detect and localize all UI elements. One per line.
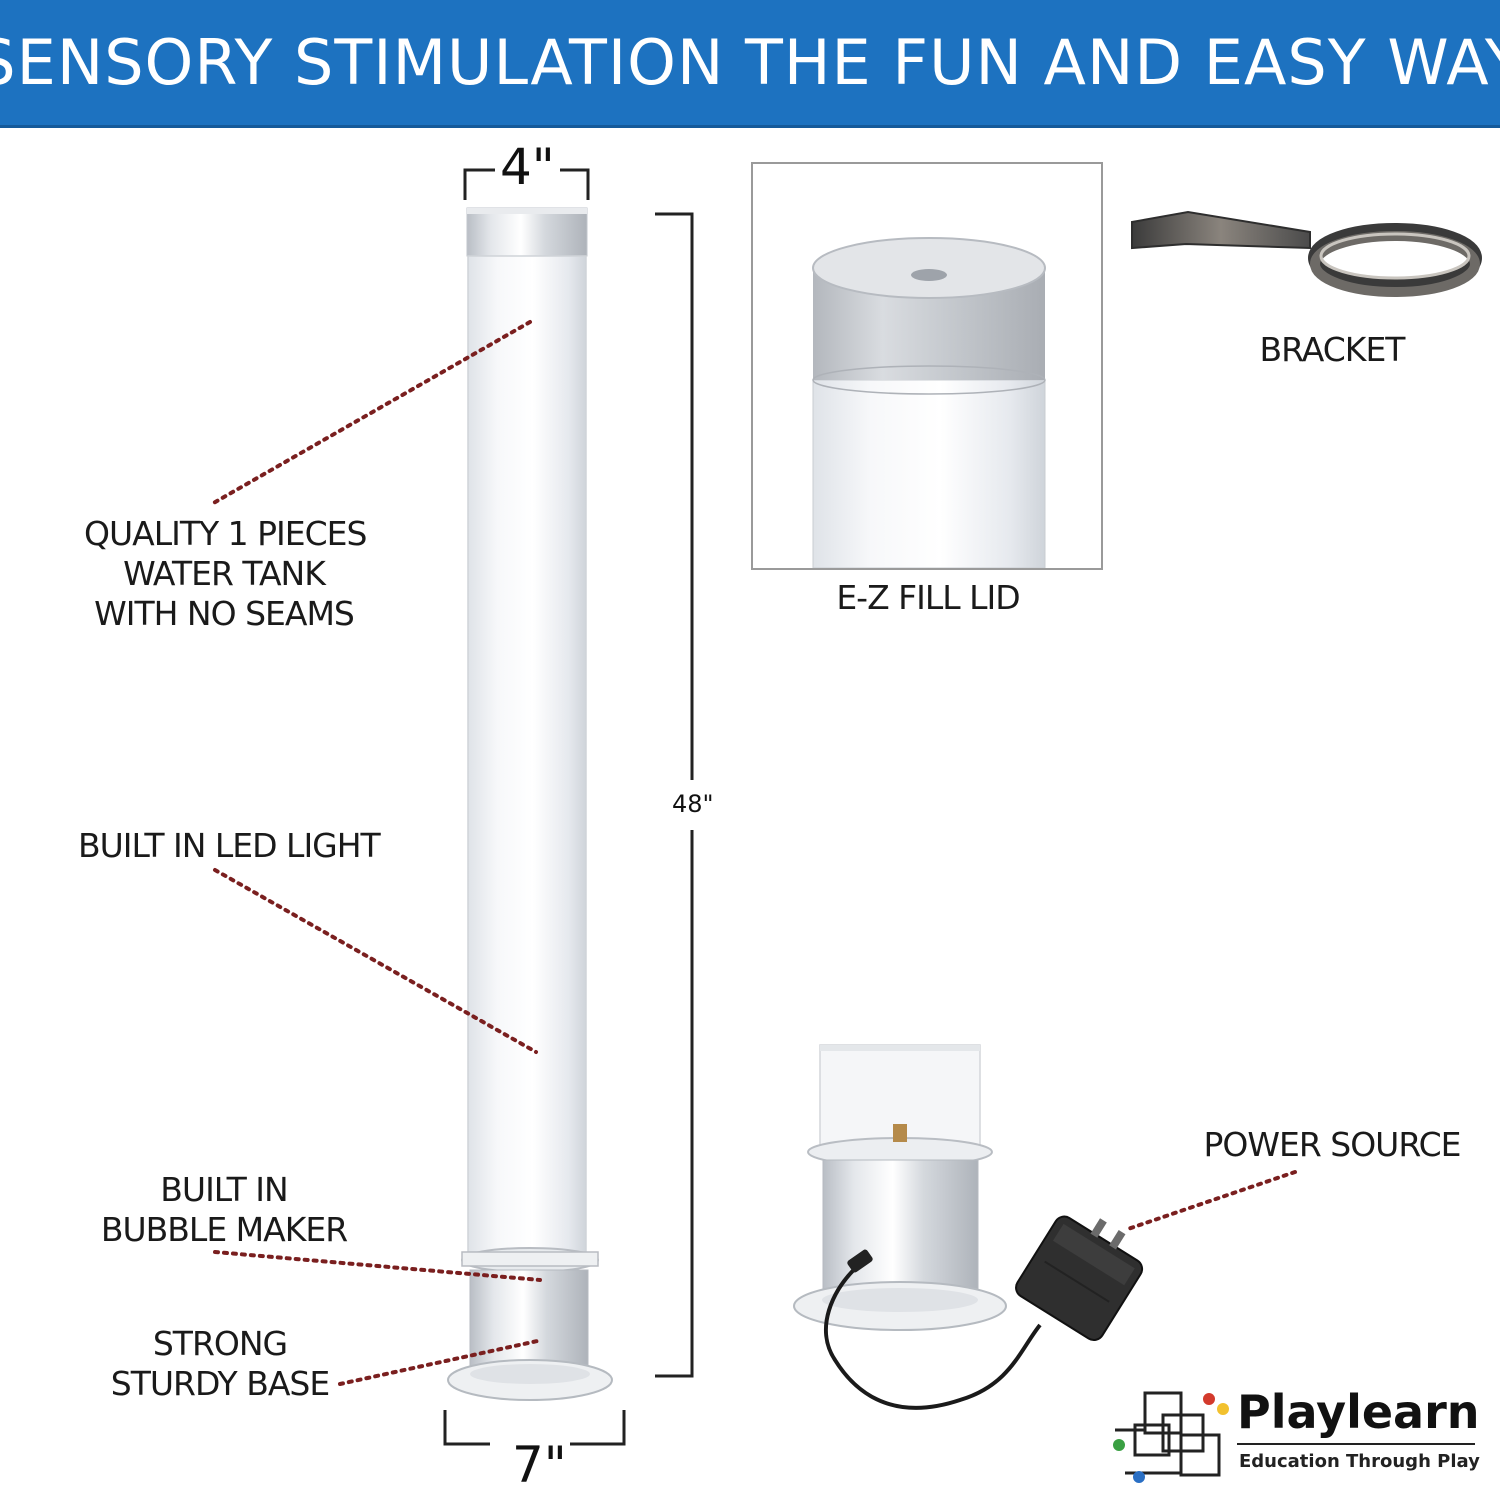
base-label: STRONG STURDY BASE xyxy=(108,1324,332,1404)
bubble-label: BUILT IN BUBBLE MAKER xyxy=(100,1170,348,1250)
lid-inset-frame xyxy=(751,162,1103,570)
power-label: POWER SOURCE xyxy=(1203,1125,1461,1164)
top-width-label: 4" xyxy=(500,138,555,196)
logo-name: Playlearn xyxy=(1237,1385,1480,1439)
top-width-bracket xyxy=(463,168,590,200)
logo-tagline: Education Through Play xyxy=(1239,1451,1480,1472)
led-line-1: BUILT IN LED LIGHT xyxy=(78,826,381,865)
height-bracket xyxy=(655,212,694,1378)
logo-dot-red xyxy=(1203,1393,1215,1405)
bottom-width-label: 7" xyxy=(512,1436,567,1494)
quality-label: QUALITY 1 PIECES WATER TANK WITH NO SEAM… xyxy=(84,514,367,634)
leader-led xyxy=(213,868,538,1054)
logo-dot-green xyxy=(1113,1439,1125,1451)
leader-quality xyxy=(208,320,532,507)
leader-lines xyxy=(208,320,1297,1386)
wall-bracket xyxy=(1131,210,1482,297)
leader-power xyxy=(1123,1170,1297,1232)
lid-label: E-Z FILL LID xyxy=(836,578,1020,617)
lid-closeup xyxy=(812,237,1046,569)
bottom-width-bracket xyxy=(443,1410,626,1446)
quality-line-2: WATER TANK xyxy=(123,554,326,593)
base-closeup xyxy=(793,1044,1144,1410)
logo-dot-blue xyxy=(1133,1471,1145,1483)
logo-dot-yellow xyxy=(1217,1403,1229,1415)
bubble-line-2: BUBBLE MAKER xyxy=(100,1210,348,1249)
base-line-2: STURDY BASE xyxy=(110,1364,330,1403)
led-label: BUILT IN LED LIGHT xyxy=(78,826,381,866)
bracket-label: BRACKET xyxy=(1259,330,1406,369)
header-banner: SENSORY STIMULATION THE FUN AND EASY WAY xyxy=(0,0,1500,128)
banner-title: SENSORY STIMULATION THE FUN AND EASY WAY xyxy=(0,26,1500,99)
leader-bubble xyxy=(213,1250,542,1282)
quality-line-1: QUALITY 1 PIECES xyxy=(84,514,367,553)
leader-base xyxy=(338,1338,544,1386)
logo-underline xyxy=(1237,1443,1475,1445)
playlearn-logo: Playlearn Education Through Play xyxy=(1105,1385,1485,1485)
logo-mark-icon xyxy=(1113,1391,1229,1483)
bubble-tube xyxy=(447,207,613,1401)
quality-line-3: WITH NO SEAMS xyxy=(94,594,355,633)
height-label: 48" xyxy=(672,790,714,818)
bubble-line-1: BUILT IN xyxy=(160,1170,288,1209)
base-line-1: STRONG xyxy=(152,1324,288,1363)
